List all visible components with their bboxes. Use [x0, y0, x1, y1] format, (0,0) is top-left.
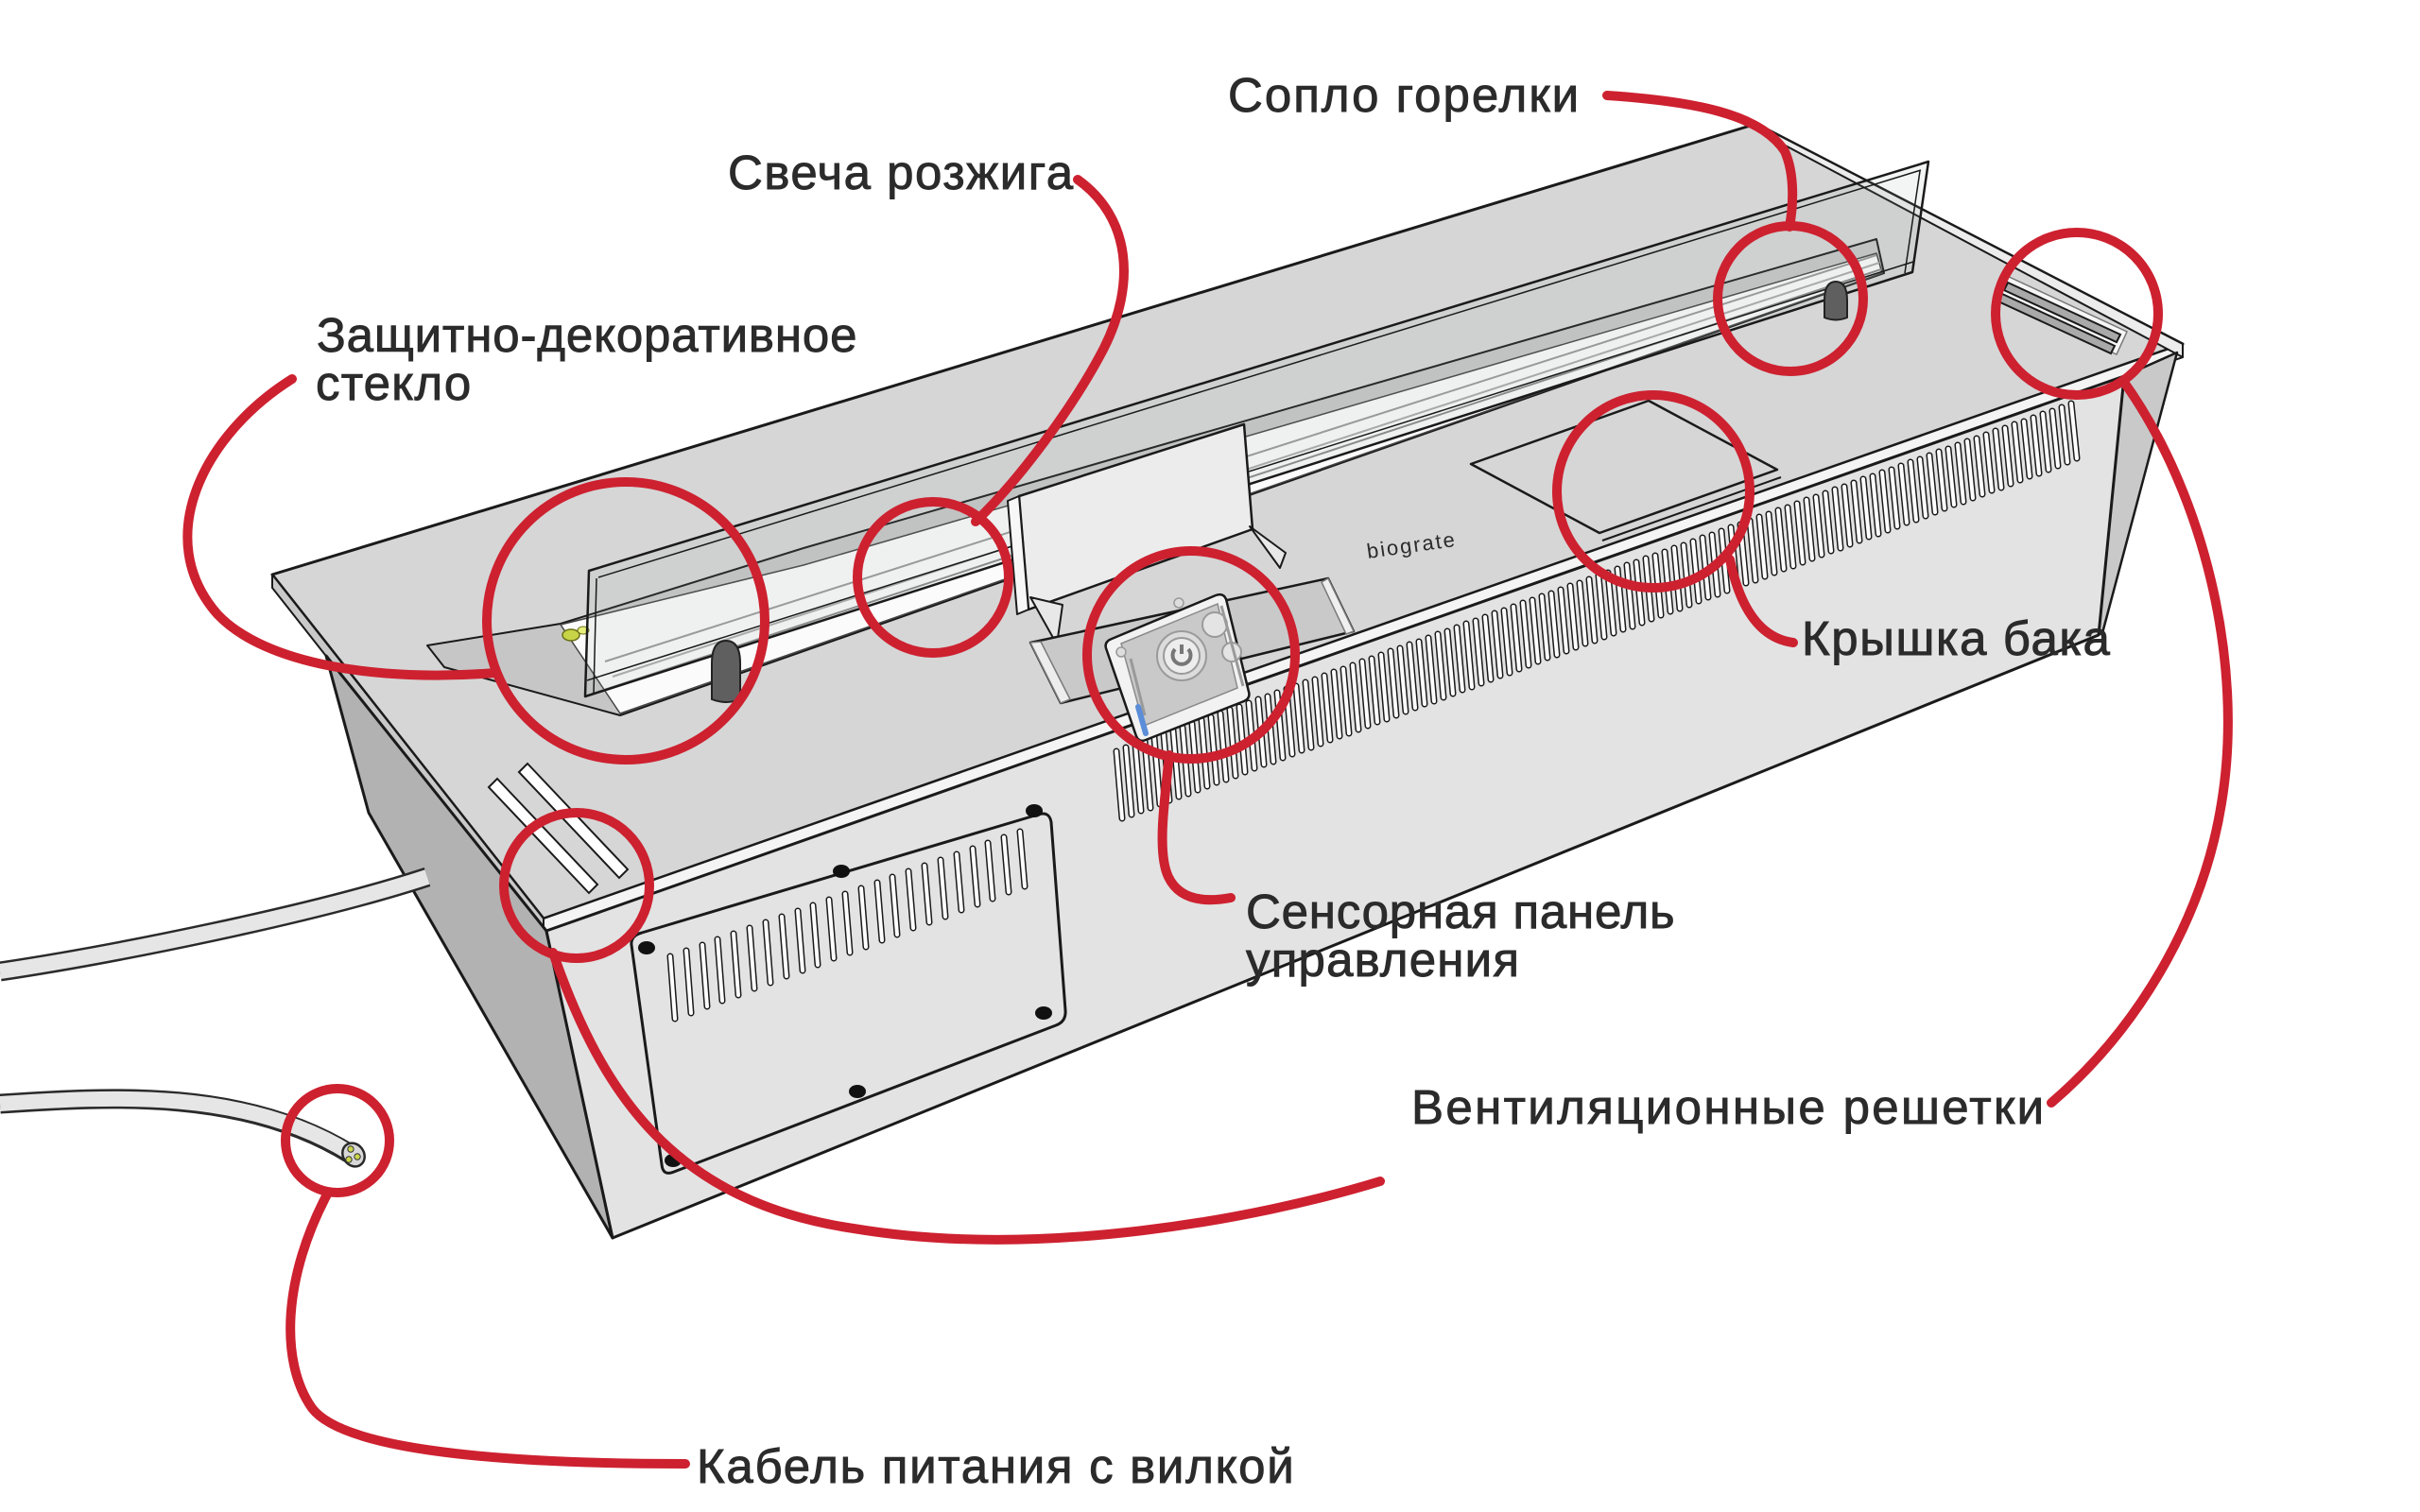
svg-text:Вентиляционные решетки: Вентиляционные решетки: [1411, 1080, 2047, 1134]
svg-text:Крышка бака: Крышка бака: [1802, 611, 2111, 665]
svg-text:Защитно-декоративное: Защитно-декоративное: [317, 308, 857, 362]
svg-text:Кабель питания с вилкой: Кабель питания с вилкой: [697, 1439, 1295, 1493]
svg-text:Сенсорная панель: Сенсорная панель: [1246, 885, 1675, 938]
svg-text:стекло: стекло: [316, 356, 472, 410]
svg-text:Сопло горелки: Сопло горелки: [1228, 68, 1581, 122]
svg-text:управления: управления: [1246, 933, 1520, 987]
svg-text:Свеча розжига: Свеча розжига: [728, 146, 1075, 199]
